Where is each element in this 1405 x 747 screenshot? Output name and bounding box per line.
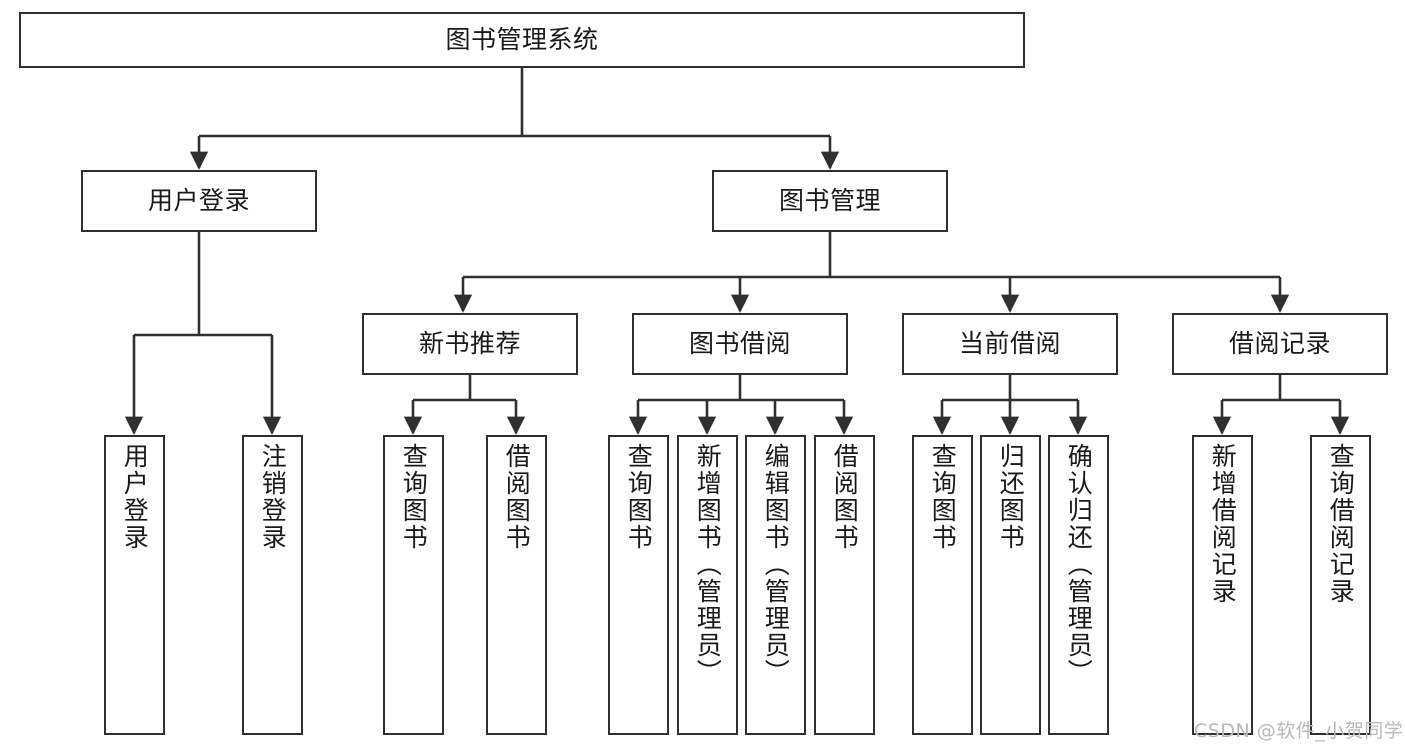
node-leaf-add-borrow-record-label: 新增借阅记录: [1208, 443, 1238, 605]
node-leaf-logout-login-label: 注销登录: [258, 443, 288, 551]
node-leaf-add-book[interactable]: 新增图书（管理员）: [677, 435, 738, 735]
node-leaf-add-borrow-record[interactable]: 新增借阅记录: [1192, 435, 1253, 735]
node-leaf-query-book-1[interactable]: 查询图书: [383, 435, 444, 735]
node-leaf-borrow-book-2-label: 借阅图书: [830, 443, 860, 551]
node-leaf-borrow-book-2[interactable]: 借阅图书: [814, 435, 875, 735]
watermark: CSDN @软件_小贺同学: [1194, 720, 1404, 742]
node-leaf-edit-book-label: 编辑图书（管理员）: [761, 443, 791, 686]
node-leaf-query-book-2[interactable]: 查询图书: [608, 435, 669, 735]
node-leaf-return-book-label: 归还图书: [996, 443, 1026, 551]
node-leaf-user-login-label: 用户登录: [120, 443, 150, 551]
node-leaf-borrow-book-1-label: 借阅图书: [502, 443, 532, 551]
node-book-management-label: 图书管理: [778, 186, 881, 215]
node-user-login[interactable]: 用户登录: [81, 170, 317, 232]
node-root[interactable]: 图书管理系统: [19, 12, 1025, 68]
node-root-label: 图书管理系统: [445, 25, 599, 54]
node-leaf-borrow-book-1[interactable]: 借阅图书: [486, 435, 547, 735]
node-leaf-confirm-return[interactable]: 确认归还（管理员）: [1048, 435, 1109, 735]
node-leaf-query-book-3-label: 查询图书: [928, 443, 958, 551]
node-leaf-query-book-3[interactable]: 查询图书: [912, 435, 973, 735]
node-leaf-confirm-return-label: 确认归还（管理员）: [1064, 443, 1094, 686]
node-user-login-label: 用户登录: [147, 186, 250, 215]
node-borrow-record[interactable]: 借阅记录: [1172, 313, 1388, 375]
node-current-borrow-label: 当前借阅: [958, 329, 1061, 358]
node-leaf-query-borrow-record-label: 查询借阅记录: [1326, 443, 1356, 605]
node-borrow-record-label: 借阅记录: [1228, 329, 1331, 358]
node-leaf-return-book[interactable]: 归还图书: [980, 435, 1041, 735]
node-new-book-recommend-label: 新书推荐: [418, 329, 521, 358]
node-book-borrow[interactable]: 图书借阅: [632, 313, 848, 375]
node-leaf-add-book-label: 新增图书（管理员）: [693, 443, 723, 686]
node-leaf-logout-login[interactable]: 注销登录: [242, 435, 303, 735]
node-new-book-recommend[interactable]: 新书推荐: [362, 313, 578, 375]
node-leaf-user-login[interactable]: 用户登录: [104, 435, 165, 735]
node-book-management[interactable]: 图书管理: [712, 170, 948, 232]
node-leaf-query-book-1-label: 查询图书: [399, 443, 429, 551]
node-leaf-query-borrow-record[interactable]: 查询借阅记录: [1310, 435, 1371, 735]
node-current-borrow[interactable]: 当前借阅: [902, 313, 1118, 375]
node-leaf-query-book-2-label: 查询图书: [624, 443, 654, 551]
node-leaf-edit-book[interactable]: 编辑图书（管理员）: [745, 435, 806, 735]
node-book-borrow-label: 图书借阅: [688, 329, 791, 358]
